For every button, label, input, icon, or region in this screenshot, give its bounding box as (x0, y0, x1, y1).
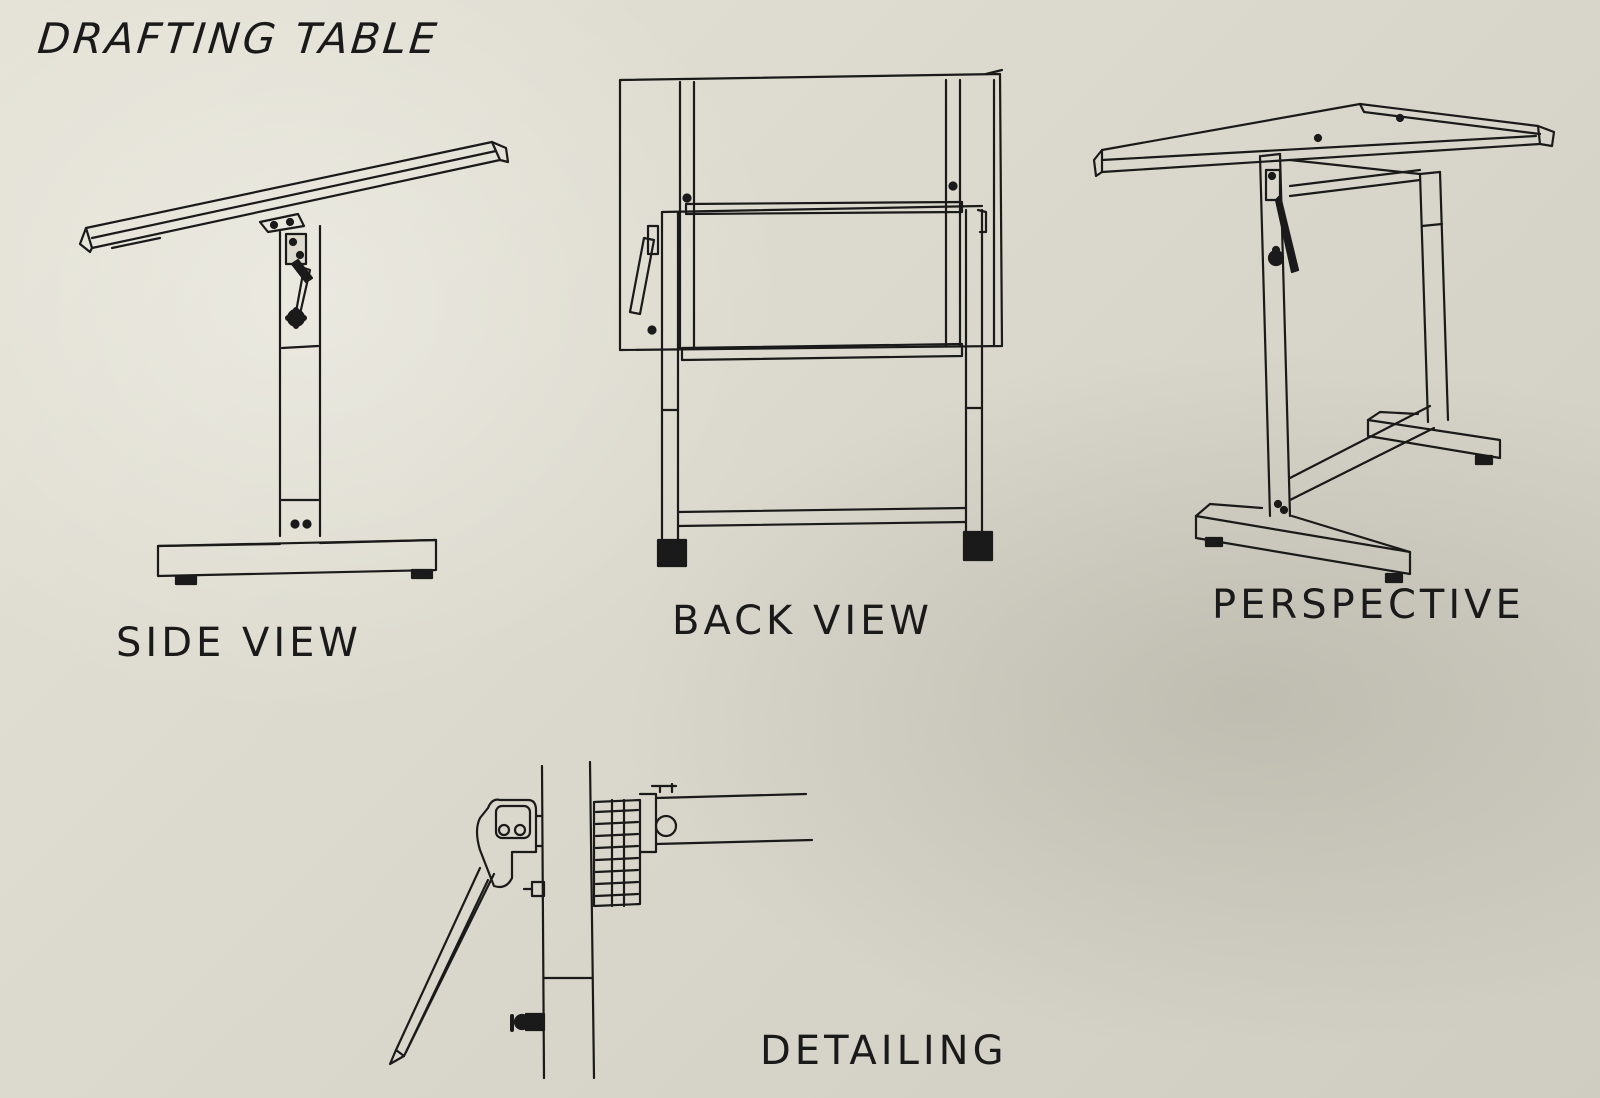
side-hinge (260, 214, 304, 232)
detail-arm (656, 794, 812, 844)
perspective-caption: PERSPECTIVE (1212, 582, 1525, 628)
side-column (280, 226, 320, 536)
side-view-drawing (80, 142, 508, 584)
detail-drawing (390, 762, 812, 1078)
back-board (620, 70, 1002, 350)
back-crank (630, 226, 658, 314)
persp-stretcher (1290, 406, 1434, 500)
perspective-drawing (1094, 104, 1554, 582)
detail-spring (594, 800, 640, 906)
side-board (80, 142, 508, 252)
back-view-caption: BACK VIEW (672, 598, 933, 644)
persp-front-column (1260, 154, 1298, 516)
detail-knob (640, 784, 676, 852)
persp-front-foot (1196, 504, 1410, 582)
persp-support (1290, 160, 1420, 196)
detailing-caption: DETAILING (760, 1028, 1008, 1074)
side-foot (158, 540, 436, 584)
detail-lever (390, 868, 494, 1064)
back-upper-frame (649, 80, 963, 360)
back-view-drawing (620, 70, 1002, 566)
detail-column (542, 762, 594, 1078)
detail-bracket (477, 800, 542, 887)
side-view-caption: SIDE VIEW (116, 620, 362, 666)
persp-board (1094, 104, 1554, 176)
back-legs (658, 206, 992, 566)
side-lever (286, 234, 312, 326)
persp-back-foot (1368, 412, 1500, 464)
persp-back-column (1420, 172, 1448, 422)
detail-bolts (512, 882, 544, 1030)
